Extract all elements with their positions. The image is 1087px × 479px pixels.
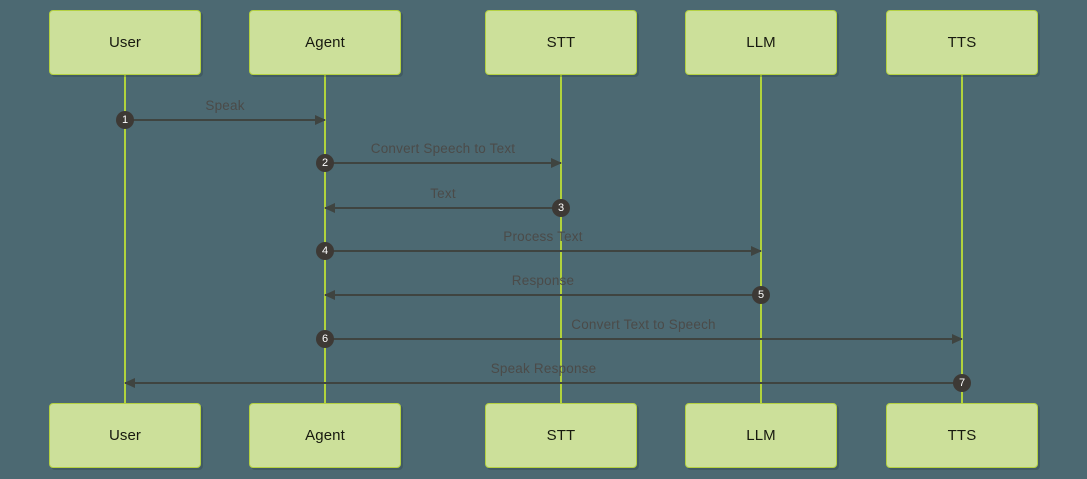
participant-box-tts-bottom[interactable]: TTS (886, 403, 1038, 468)
arrowhead-right-icon (315, 115, 326, 125)
message-label-5: Response (511, 273, 575, 288)
participant-label: LLM (746, 34, 776, 51)
participant-box-agent-bottom[interactable]: Agent (249, 403, 401, 468)
participant-label: STT (546, 427, 576, 444)
participant-box-llm-top[interactable]: LLM (685, 10, 837, 75)
arrowhead-right-icon (551, 158, 562, 168)
arrowhead-left-icon (324, 290, 335, 300)
message-label-3: Text (430, 186, 456, 201)
participant-label: Agent (305, 34, 345, 51)
message-arrow-4[interactable] (325, 246, 762, 256)
message-arrow-3[interactable] (324, 203, 561, 213)
lifeline-agent (324, 75, 326, 403)
arrowhead-right-icon (952, 334, 963, 344)
sequence-marker-6[interactable]: 6 (316, 330, 334, 348)
participant-box-agent-top[interactable]: Agent (249, 10, 401, 75)
participant-box-user-bottom[interactable]: User (49, 403, 201, 468)
participant-label: TTS (947, 34, 977, 51)
message-label-2: Convert Speech to Text (370, 141, 516, 156)
message-arrow-5[interactable] (324, 290, 761, 300)
participant-label: TTS (947, 427, 977, 444)
message-arrow-7[interactable] (124, 378, 962, 388)
message-label-1: Speak (205, 98, 245, 113)
lifeline-user (124, 75, 126, 403)
arrowhead-left-icon (124, 378, 135, 388)
participant-box-user-top[interactable]: User (49, 10, 201, 75)
sequence-marker-2[interactable]: 2 (316, 154, 334, 172)
participant-label: LLM (746, 427, 776, 444)
participant-box-stt-bottom[interactable]: STT (485, 403, 637, 468)
message-arrow-6[interactable] (325, 334, 963, 344)
participant-label: User (108, 427, 142, 444)
participant-box-llm-bottom[interactable]: LLM (685, 403, 837, 468)
message-label-7: Speak Response (490, 361, 597, 376)
participant-label: Agent (305, 427, 345, 444)
sequence-marker-3[interactable]: 3 (552, 199, 570, 217)
sequence-marker-4[interactable]: 4 (316, 242, 334, 260)
participant-box-tts-top[interactable]: TTS (886, 10, 1038, 75)
participant-label: STT (546, 34, 576, 51)
lifeline-llm (760, 75, 762, 403)
arrowhead-right-icon (751, 246, 762, 256)
message-label-6: Convert Text to Speech (571, 317, 716, 332)
message-label-4: Process Text (503, 229, 583, 244)
lifeline-tts (961, 75, 963, 403)
lifeline-stt (560, 75, 562, 403)
participant-box-stt-top[interactable]: STT (485, 10, 637, 75)
message-arrow-2[interactable] (325, 158, 562, 168)
participant-label: User (108, 34, 142, 51)
sequence-marker-1[interactable]: 1 (116, 111, 134, 129)
arrowhead-left-icon (324, 203, 335, 213)
sequence-marker-7[interactable]: 7 (953, 374, 971, 392)
message-arrow-1[interactable] (125, 115, 326, 125)
sequence-marker-5[interactable]: 5 (752, 286, 770, 304)
